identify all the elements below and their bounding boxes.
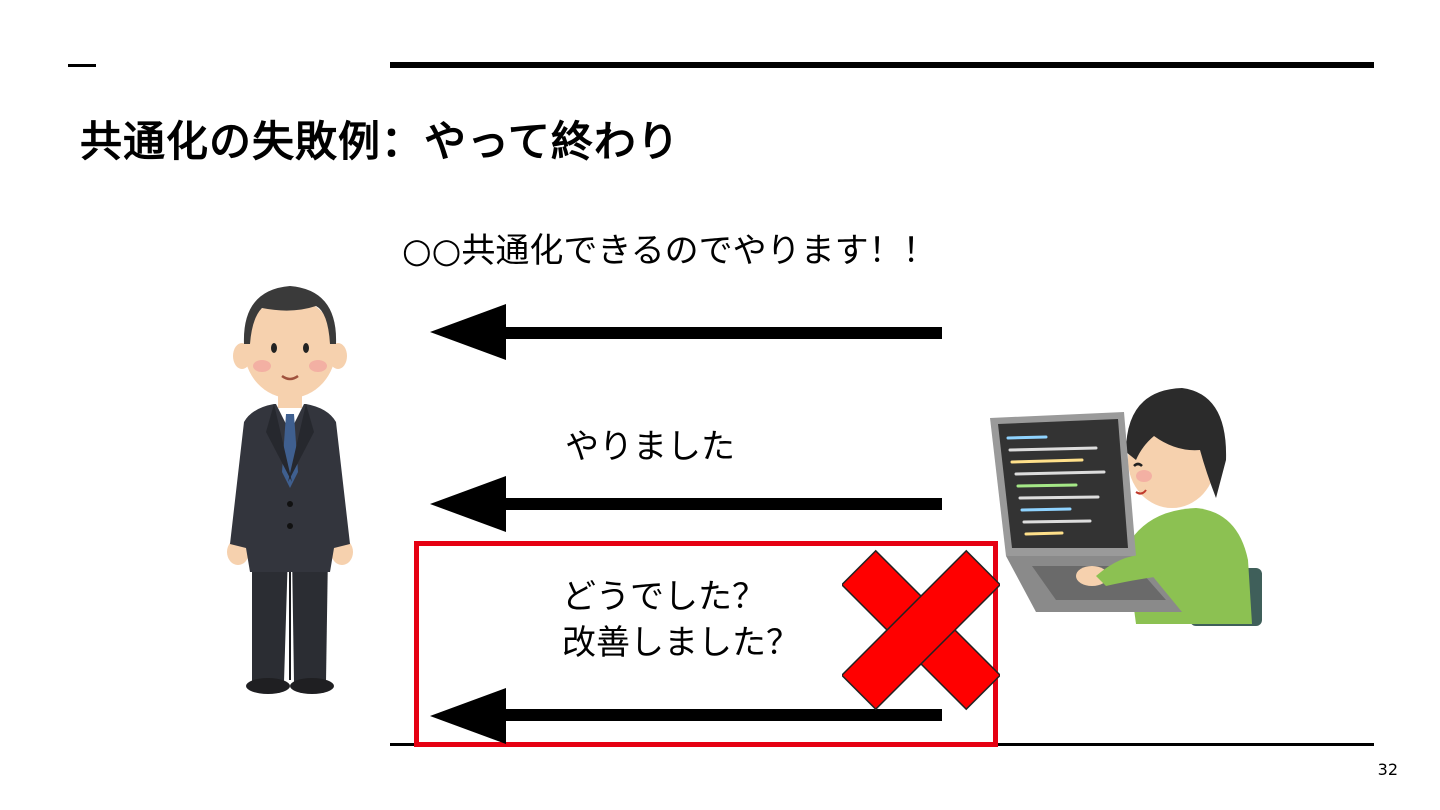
highlight-box	[414, 541, 998, 747]
title-accent-line	[68, 64, 96, 67]
followup-line: 改善しました？	[562, 623, 800, 663]
slide-title: 共通化の失敗例：やって終わり	[80, 117, 680, 166]
header-rule	[390, 62, 1374, 68]
programmer-illustration	[990, 388, 1262, 626]
page-number: 32	[1377, 760, 1398, 779]
message-followup: どうでした？ 改善しました？	[562, 574, 800, 666]
followup-line: どうでした？	[562, 577, 766, 617]
message-announce: ○○共通化できるのでやります！！	[402, 231, 937, 271]
businessman-illustration	[227, 286, 353, 694]
arrow-left-icon	[430, 476, 942, 532]
arrow-left-icon	[430, 688, 942, 744]
arrow-left-icon	[430, 304, 942, 360]
message-done: やりました	[565, 427, 735, 467]
cross-mark-icon	[842, 549, 1000, 711]
